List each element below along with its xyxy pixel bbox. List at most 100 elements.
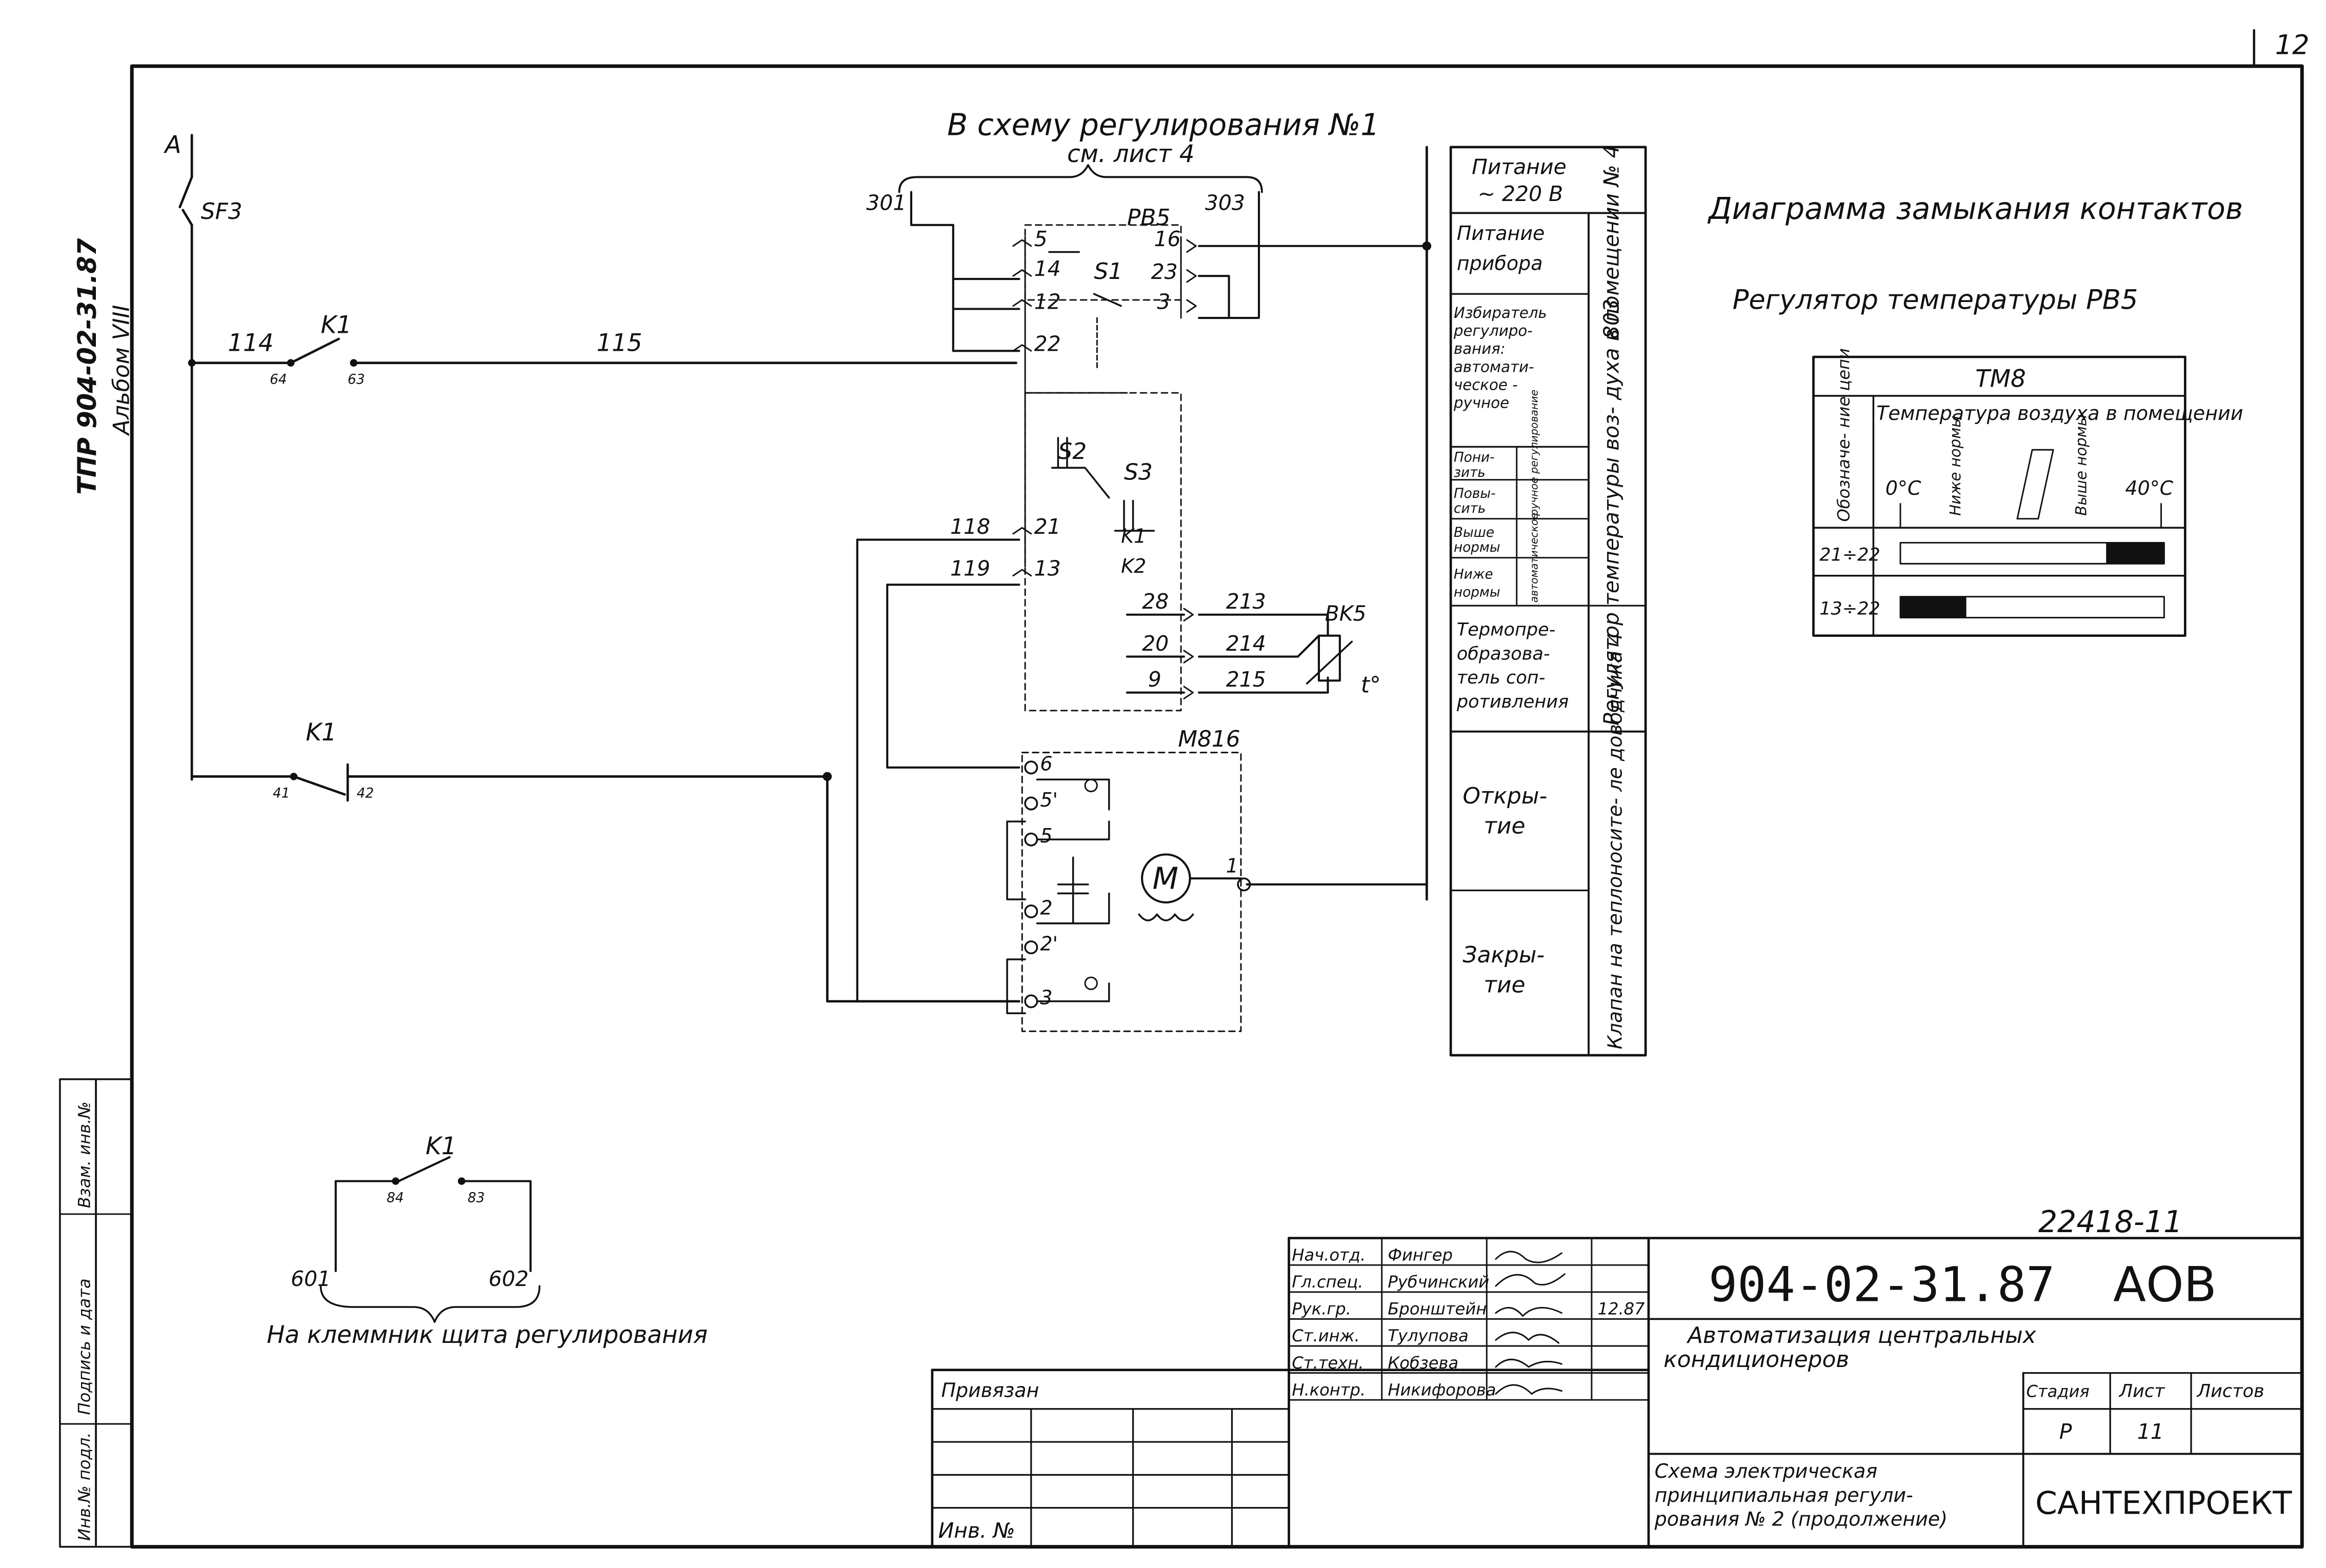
s3-label: S3 (1124, 459, 1153, 486)
stamp-title-2: кондиционеров (1663, 1346, 1849, 1373)
sheets-label: Листов (2196, 1380, 2264, 1401)
wire-119: 119 (950, 556, 990, 581)
role-2: Рук.гр. (1292, 1299, 1351, 1319)
term-5: 5 (1034, 227, 1048, 251)
header-caption-2: см. лист 4 (1067, 140, 1194, 168)
mterm-3: 3 (1040, 987, 1052, 1009)
term-215: 215 (1226, 667, 1266, 692)
ft-row-lower: Пони-зить (1454, 450, 1495, 480)
name-2: Бронштейн (1388, 1299, 1487, 1319)
stamp-bound: Привязан (941, 1379, 1039, 1401)
m816-label: M816 (1178, 726, 1240, 752)
ft-vertical-regulator: Регулятор температуры воз- духа в помеще… (1599, 145, 1623, 726)
s1-label: S1 (1094, 258, 1123, 285)
temp-symbol: t° (1361, 672, 1381, 698)
header-caption: В схему регулирования №1 (947, 107, 1379, 142)
pin-41: 41 (273, 786, 290, 801)
pin-64: 64 (270, 372, 287, 388)
wire-118: 118 (950, 514, 990, 539)
name-3: Тулупова (1388, 1326, 1468, 1345)
diagram-subtitle: Регулятор температуры РВ5 (1733, 285, 2138, 316)
pin-42: 42 (357, 786, 374, 801)
k1-label-2: K1 (306, 719, 336, 747)
sf3-label: SF3 (201, 198, 243, 225)
role-3: Ст.инж. (1292, 1326, 1359, 1345)
ft-top-2: ~ 220 В (1478, 182, 1563, 206)
k1-contact-label: K1 (1121, 525, 1146, 547)
mterm-6: 6 (1040, 753, 1052, 775)
diagram-t40: 40°C (2125, 477, 2173, 499)
diagram-row2-name: 13÷22 (1819, 598, 1880, 619)
term-9: 9 (1148, 667, 1161, 692)
term-3: 3 (1157, 290, 1170, 314)
diagram-col1: Обозначе- ние цепи (1834, 348, 1854, 521)
sheet-id: 22418-11 (2038, 1204, 2182, 1239)
term-12: 12 (1034, 290, 1061, 314)
role-0: Нач.отд. (1292, 1245, 1366, 1264)
ft-row-open: Откры-тие (1463, 783, 1548, 839)
term-22: 22 (1034, 331, 1061, 356)
diagram-t0: 0°C (1886, 477, 1921, 499)
contact-diagram: Диаграмма замыкания контактов Регулятор … (1707, 191, 2243, 637)
term-28: 28 (1142, 589, 1169, 614)
name-1: Рубчинский (1388, 1272, 1489, 1292)
term-21: 21 (1034, 514, 1061, 539)
phase-a-label: A (163, 132, 181, 159)
name-0: Фингер (1388, 1245, 1453, 1264)
actuator-m816: M816 6 5' 5 2 2' 3 1 M (1006, 726, 1428, 1032)
wire-602: 602 (489, 1267, 529, 1291)
motor-symbol: M (1153, 861, 1178, 896)
signatures (1495, 1251, 1566, 1395)
mterm-1: 1 (1226, 854, 1238, 877)
mterm-2p: 2' (1040, 932, 1058, 955)
role-4: Ст.техн. (1292, 1353, 1363, 1373)
ft-top-1: Питание (1472, 154, 1567, 179)
diagram-col2: Температура воздуха в помещении (1876, 402, 2243, 425)
page-number: 12 (2275, 30, 2310, 61)
ft-sub-auto: автоматическое (1528, 513, 1540, 602)
stamp-doc-code: 904-02-31.87 (1709, 1257, 2055, 1313)
s2-label: S2 (1058, 438, 1087, 465)
device-label: ТМ8 (1975, 365, 2026, 393)
k1-label-1: K1 (320, 311, 351, 339)
role-1: Гл.спец. (1292, 1272, 1363, 1292)
term-20: 20 (1142, 631, 1169, 656)
wire-301: 301 (866, 191, 906, 215)
left-strip: Инв.№ подл. Подпись и дата Взам. инв.№ (59, 1078, 133, 1548)
name-5: Никифорова (1388, 1380, 1496, 1399)
pin-83: 83 (468, 1190, 485, 1205)
stamp-title-1: Автоматизация центральных (1686, 1322, 2037, 1349)
ft-row-raise: Повы-сить (1454, 486, 1496, 516)
pb5-right-terminals: 16 23 3 (1151, 227, 1197, 319)
diagram-title: Диаграмма замыкания контактов (1707, 191, 2243, 226)
strip-inv-orig: Инв.№ подл. (74, 1433, 94, 1541)
mterm-5: 5 (1040, 825, 1052, 847)
stamp-org: САНТЕХПРОЕКТ (2035, 1485, 2292, 1521)
circuit: A SF3 114 K1 64 63 115 K1 41 42 В схему … (163, 107, 1432, 1349)
stamp-section: АОВ (2113, 1257, 2217, 1313)
ft-row-sensor: Термопре-образова-тель соп-ротивления (1456, 619, 1569, 712)
pb5-left-terminals: 5 14 12 22 21 13 (1012, 227, 1061, 581)
pin-63: 63 (348, 372, 365, 388)
ft-row-close: Закры-тие (1463, 942, 1545, 998)
mterm-5p: 5' (1040, 789, 1058, 811)
role-5: Н.контр. (1292, 1380, 1366, 1399)
name-4: Кобзева (1388, 1353, 1458, 1373)
ft-vertical-valve: Клапан на теплоносите- ле доводчика 4 (1603, 632, 1626, 1049)
strip-replace-inv: Взам. инв.№ (74, 1101, 94, 1208)
album-vertical: Альбом VIII (108, 305, 134, 436)
mterm-2: 2 (1040, 896, 1052, 919)
sheet-label: Лист (2118, 1380, 2165, 1401)
wire-114: 114 (228, 329, 273, 357)
terminal-note: На клеммник щита регулирования (267, 1321, 708, 1349)
term-213: 213 (1226, 589, 1266, 614)
sheet-title-3: рования № 2 (продолжение) (1654, 1508, 1948, 1531)
wire-303: 303 (1205, 191, 1245, 215)
sheet-value: 11 (2137, 1419, 2164, 1444)
row1-closed-bar (2106, 542, 2164, 564)
strip-sign-date: Подпись и дата (74, 1278, 94, 1415)
